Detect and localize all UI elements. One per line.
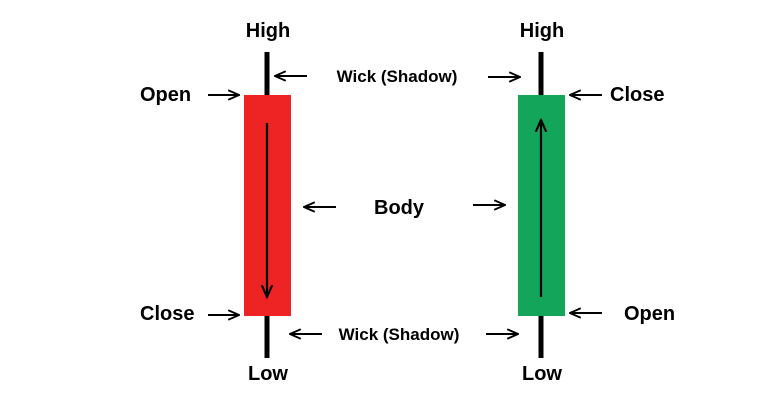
bullish-close-label: Close [610, 84, 664, 106]
bearish-high-label: High [246, 20, 290, 42]
bullish-high-label: High [520, 20, 564, 42]
bullish-candle [518, 52, 565, 358]
bearish-open-label: Open [140, 84, 191, 106]
bearish-candle [244, 52, 291, 358]
bearish-close-label: Close [140, 303, 194, 325]
wick-bottom-label: Wick (Shadow) [339, 325, 460, 344]
bullish-open-label: Open [624, 303, 675, 325]
pointer-arrows [208, 76, 602, 334]
body-label: Body [374, 197, 425, 219]
bullish-low-label: Low [522, 363, 562, 385]
bearish-low-label: Low [248, 363, 288, 385]
labels: High Low Open Close High Low Close Open … [140, 20, 675, 385]
wick-top-label: Wick (Shadow) [337, 67, 458, 86]
